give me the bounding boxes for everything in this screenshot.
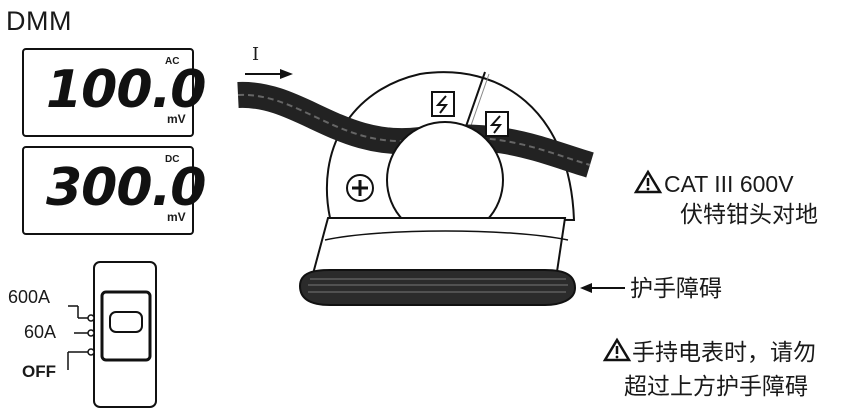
lcd-mode-dc: DC: [165, 154, 180, 165]
switch-label-off: OFF: [22, 362, 56, 381]
lcd-reading-dc: 300.0: [46, 158, 206, 218]
switch-label-60a: 60A: [24, 322, 57, 342]
hand-guard-arrow-icon: [580, 283, 625, 293]
current-arrow-icon: [245, 69, 293, 79]
warning-triangle-icon: [633, 169, 663, 194]
warning-cat-subtext: 伏特钳头对地: [680, 201, 818, 227]
current-label: I: [252, 44, 260, 65]
hazard-voltage-icon-2: [485, 111, 509, 137]
diagram-title: DMM: [6, 6, 72, 36]
warning-triangle-icon-2: [602, 337, 632, 362]
rotary-switch: [67, 261, 157, 408]
warning-cat-rating: CAT III 600V: [664, 171, 794, 197]
lcd-reading-ac: 100.0: [46, 60, 206, 120]
hand-guard: [298, 269, 577, 306]
hazard-voltage-icon: [431, 91, 455, 117]
plus-circle-icon: [346, 174, 374, 202]
lcd-mode-ac: AC: [165, 56, 180, 67]
switch-label-600a: 600A: [8, 287, 51, 307]
warning-hand-line-2: 超过上方护手障碍: [624, 373, 808, 399]
hand-guard-label: 护手障碍: [630, 275, 722, 301]
lcd-display-dc: 300.0 mV DC: [22, 146, 206, 235]
lcd-display-ac: 100.0 mV AC: [22, 48, 206, 137]
warning-hand-line-1: 手持电表时，请勿: [632, 339, 816, 365]
lcd-unit-dc: mV: [167, 210, 186, 224]
lcd-unit-ac: mV: [167, 112, 186, 126]
